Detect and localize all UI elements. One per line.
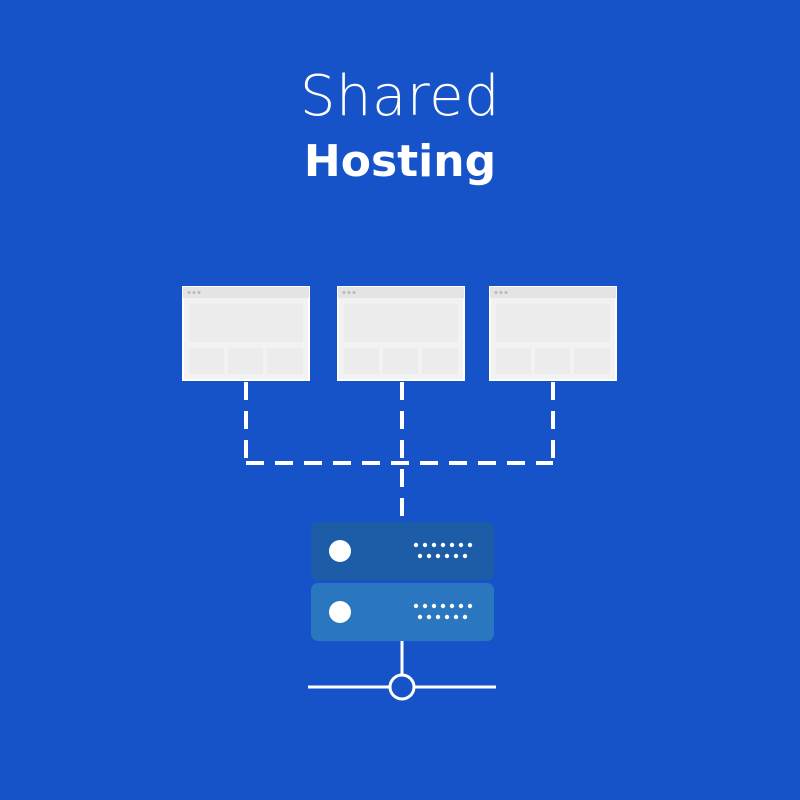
title-block: Shared Hosting: [0, 62, 800, 192]
website-window-3: [489, 286, 617, 381]
server-led-top: [329, 540, 351, 562]
title-hosting: Hosting: [303, 136, 497, 187]
dashed-connectors: [244, 382, 555, 520]
network-node: [388, 673, 416, 701]
server-led-bottom: [329, 601, 351, 623]
website-window-1: [182, 286, 310, 381]
server-vent-bottom: [413, 603, 473, 620]
window-titlebar: [490, 287, 616, 298]
server-vent-top: [413, 542, 473, 559]
window-titlebar: [183, 287, 309, 298]
title-shared: Shared: [299, 64, 501, 129]
website-window-2: [337, 286, 465, 381]
network-node-icon: [308, 641, 496, 701]
server-unit-bottom: [311, 583, 494, 641]
server-unit-top: [311, 522, 494, 580]
window-titlebar: [338, 287, 464, 298]
server-rack-icon: [311, 522, 494, 641]
